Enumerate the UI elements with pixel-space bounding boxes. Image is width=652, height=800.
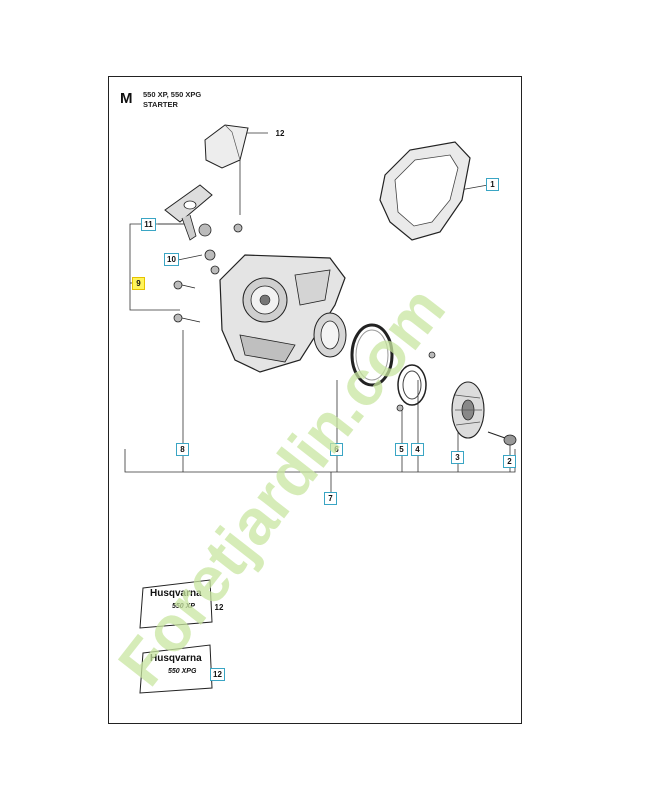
callout-1[interactable]: 1 (486, 178, 499, 191)
callout-12-decal-xp[interactable]: 12 (214, 603, 224, 612)
callout-5[interactable]: 5 (395, 443, 408, 456)
decal-xpg-brand: Husqvarna (150, 653, 202, 664)
callout-7[interactable]: 7 (324, 492, 337, 505)
callout-12-top[interactable]: 12 (275, 129, 285, 138)
callout-10[interactable]: 10 (164, 253, 179, 266)
callout-2[interactable]: 2 (503, 455, 516, 468)
callout-3[interactable]: 3 (451, 451, 464, 464)
decal-shapes (139, 579, 213, 694)
decal-xpg-model: 550 XPG (168, 668, 197, 675)
rope-pulley-part (350, 323, 394, 387)
callout-12-decal-xpg[interactable]: 12 (210, 668, 225, 681)
callout-4[interactable]: 4 (411, 443, 424, 456)
callout-8[interactable]: 8 (176, 443, 189, 456)
diagram-frame (108, 76, 522, 724)
nut-part (487, 431, 517, 446)
callout-11[interactable]: 11 (141, 218, 156, 231)
spring-cassette-part (313, 312, 347, 358)
screw-parts (173, 223, 436, 412)
section-title: STARTER (143, 100, 178, 109)
starter-pawl-plate-part (451, 381, 485, 439)
section-letter: M (120, 90, 133, 107)
starter-handle-part (164, 184, 216, 261)
starter-rope-part (397, 364, 427, 406)
handle-cover-part (204, 124, 249, 169)
callout-9[interactable]: 9 (132, 277, 145, 290)
starter-housing-part (219, 254, 346, 373)
model-list: 550 XP, 550 XPG (143, 90, 202, 99)
callout-6[interactable]: 6 (330, 443, 343, 456)
fan-cover-part (379, 141, 471, 241)
decal-xp-model: 550 XP (172, 603, 195, 610)
decal-xp-brand: Husqvarna (150, 588, 202, 599)
